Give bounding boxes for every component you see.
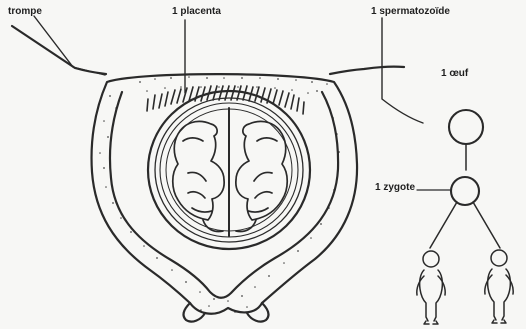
left-twin-figure (417, 251, 445, 324)
uterus-outline (12, 26, 404, 322)
zygote-circle (451, 177, 479, 205)
spermatozoide-pointer (382, 18, 423, 123)
label-spermatozoide: 1 spermatozoïde (371, 7, 450, 17)
outer-uterus-wall (92, 74, 358, 314)
zygote-right-branch (473, 202, 500, 248)
upper-tube-right (330, 67, 404, 74)
oeuf-circle (449, 110, 483, 144)
label-oeuf: 1 œuf (441, 69, 468, 79)
label-placenta: 1 placenta (172, 7, 221, 17)
trompe-pointer (34, 16, 105, 75)
upper-tube-left (12, 26, 106, 74)
label-zygote: 1 zygote (375, 183, 415, 193)
label-trompe: trompe (8, 7, 42, 17)
left-fetus (173, 121, 224, 231)
development-sequence (417, 110, 513, 324)
right-twin-figure (485, 250, 513, 323)
zygote-left-branch (430, 202, 457, 248)
